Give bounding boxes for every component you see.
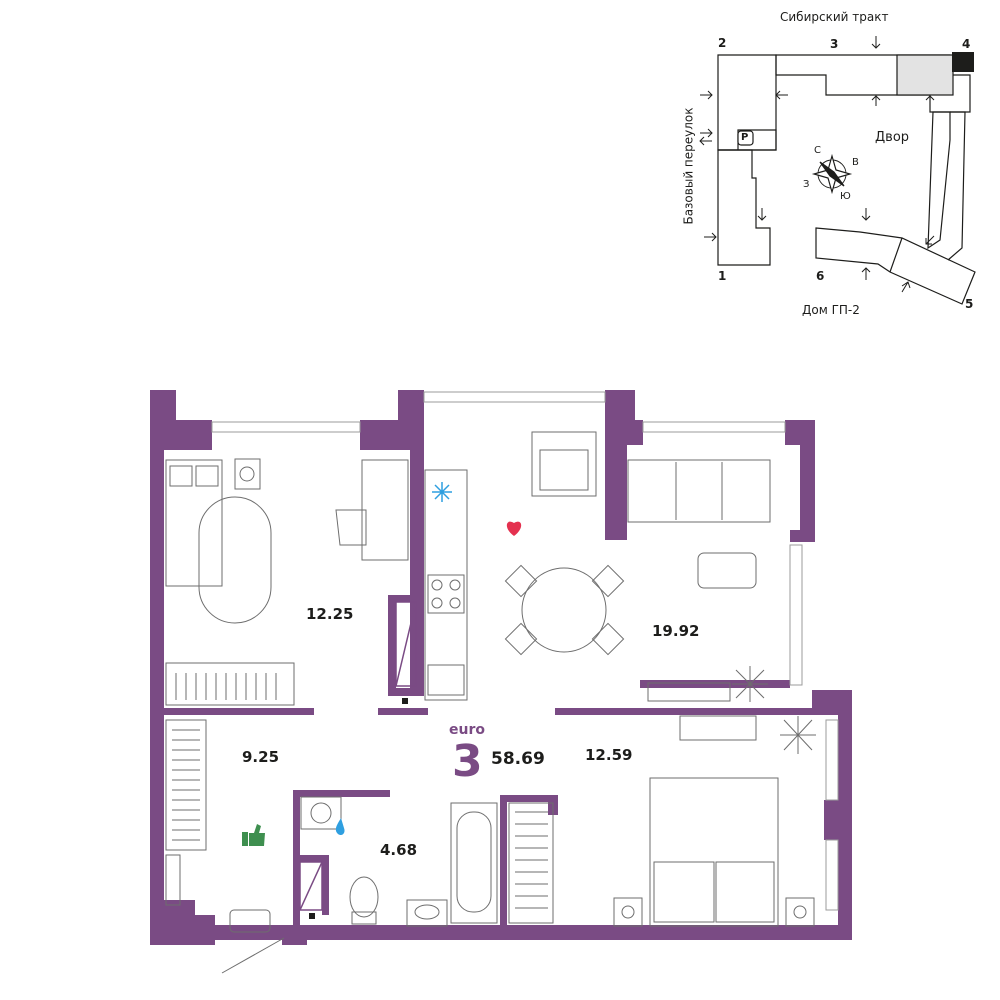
parking-label: P	[741, 132, 749, 143]
parking-icon	[737, 130, 754, 146]
building-top-highlight	[896, 54, 954, 96]
armchair	[531, 431, 597, 497]
door-stop-marker	[309, 913, 315, 919]
total-area: 58.69	[491, 749, 545, 769]
compass-east: В	[852, 157, 859, 168]
compass-icon	[811, 153, 853, 195]
building-left-lower	[717, 149, 771, 266]
site-plan	[717, 52, 976, 305]
section-number-2: 2	[718, 36, 727, 50]
room-area-bedroom-right: 12.59	[585, 746, 633, 764]
dining-table	[521, 567, 607, 653]
heart-icon	[506, 521, 522, 536]
nightstand-left	[613, 897, 643, 927]
plant-right	[780, 716, 816, 754]
plant-living	[732, 666, 768, 702]
water-drop-icon	[335, 818, 345, 836]
coffee-table	[697, 552, 757, 589]
sink	[406, 899, 448, 927]
street-left-label: Базовый переулок	[681, 107, 696, 225]
washing-machine	[300, 796, 342, 830]
bed-right	[649, 777, 779, 927]
bathtub	[450, 802, 498, 924]
compass-north: С	[814, 145, 821, 156]
nightstand-right	[785, 897, 815, 927]
wardrobe-hall	[165, 719, 207, 851]
room-area-living-kitchen: 19.92	[652, 622, 700, 640]
desk-right	[679, 715, 757, 741]
room-area-hall: 9.25	[242, 748, 280, 766]
sofa	[627, 459, 771, 523]
room-area-bathroom: 4.68	[380, 841, 418, 859]
house-label: Дом ГП-2	[802, 303, 860, 317]
room-area-bedroom-left: 12.25	[306, 605, 354, 623]
building-bottom	[815, 227, 976, 305]
building-right	[927, 111, 951, 250]
courtyard-label: Двор	[875, 130, 910, 145]
entrance-arrows	[699, 36, 935, 293]
windows	[211, 391, 839, 911]
section-number-1: 1	[718, 269, 727, 283]
compass-west: З	[803, 179, 810, 190]
entry-door-swing	[221, 937, 285, 974]
compass-south: Ю	[840, 191, 851, 202]
shoe-rack	[165, 854, 181, 906]
tv-unit	[647, 682, 731, 702]
furniture	[165, 431, 816, 974]
section-4-marker	[952, 52, 974, 72]
section-number-5: 5	[965, 297, 974, 311]
rooms-count: 3	[452, 736, 483, 787]
thumbs-up-icon	[242, 824, 265, 846]
desk-left	[361, 459, 409, 561]
section-number-3: 3	[830, 37, 839, 51]
closet-doors	[299, 601, 417, 911]
wardrobe-left	[165, 662, 295, 706]
wardrobe-bedroom-right	[508, 802, 554, 924]
washer-top	[234, 458, 261, 490]
toilet	[349, 876, 379, 918]
section-number-4: 4	[962, 37, 971, 51]
kitchen-counter	[424, 469, 468, 701]
snowflake-icon	[432, 482, 452, 502]
section-number-6: 6	[816, 269, 825, 283]
rug-oval-left	[198, 496, 272, 624]
bed-left	[165, 459, 223, 587]
doormat	[229, 909, 271, 933]
apartment-type-label: euro	[449, 722, 485, 738]
door-stop-marker	[402, 698, 408, 704]
street-top-label: Сибирский тракт	[780, 10, 889, 24]
